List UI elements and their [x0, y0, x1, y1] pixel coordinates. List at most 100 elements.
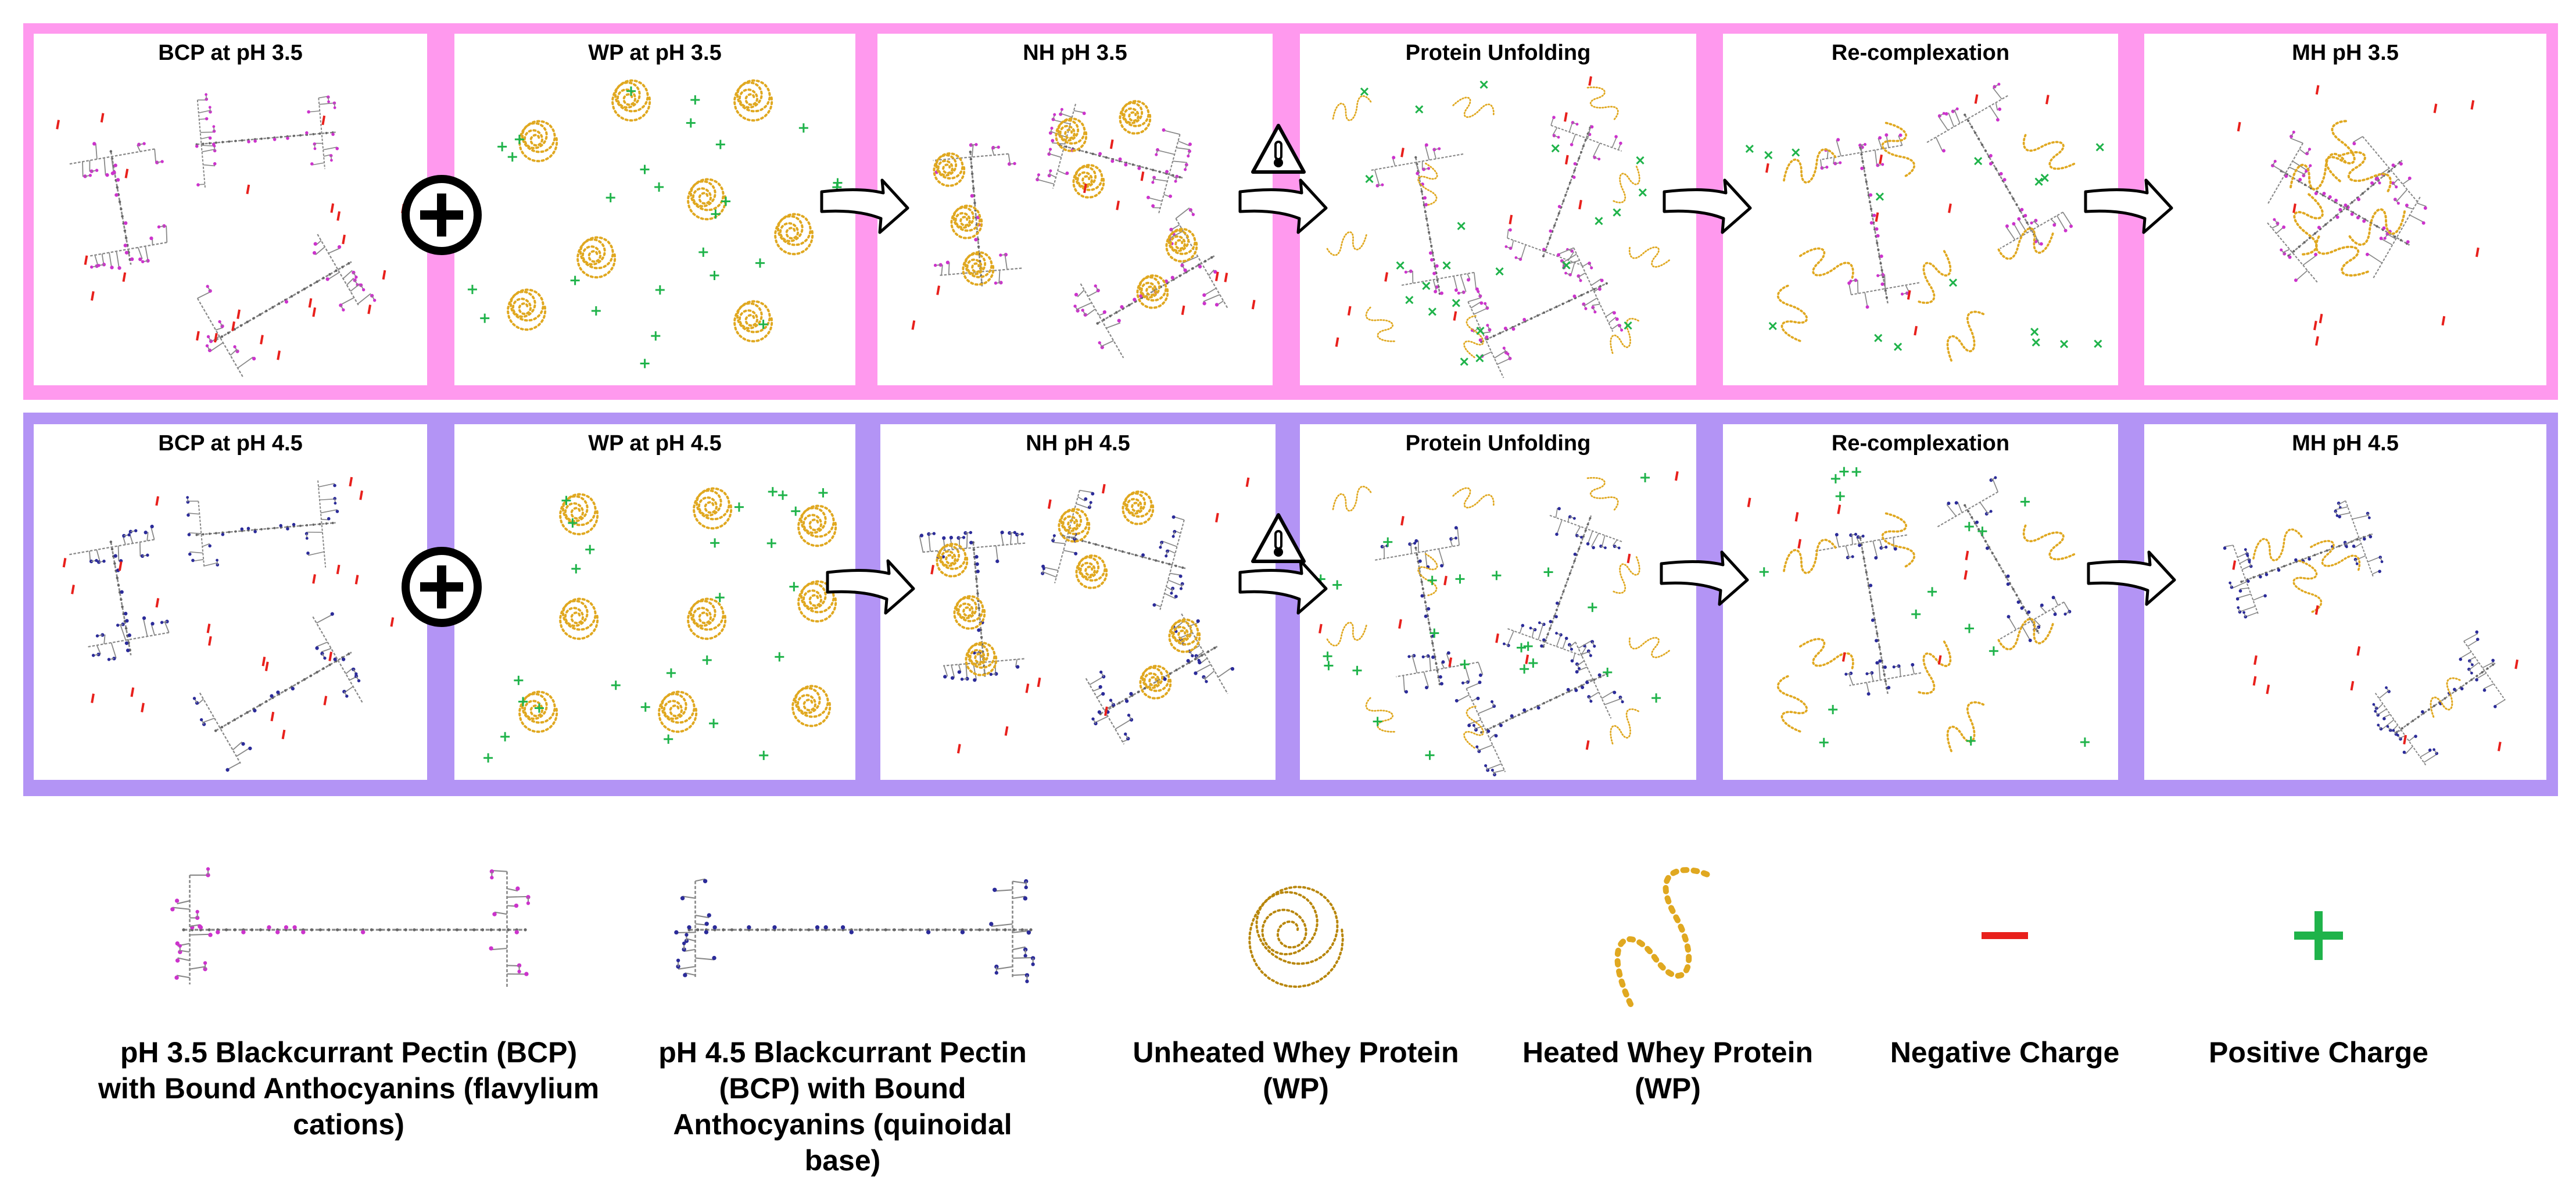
positive-charge-icon	[721, 196, 731, 206]
negative-charge-icon	[155, 496, 159, 506]
positive-charge-icon	[568, 518, 578, 528]
negative-charge-icon	[155, 598, 160, 608]
heated-whey-strand	[1916, 250, 1952, 305]
positive-charge-icon	[758, 320, 768, 329]
whey-globule	[950, 205, 983, 239]
panel-title: NH pH 3.5	[1023, 41, 1127, 65]
positive-charge-icon	[2095, 143, 2104, 152]
pectin-molecule	[69, 524, 170, 661]
negative-charge-icon	[231, 321, 235, 331]
heated-whey-strand	[1776, 284, 1808, 342]
positive-charge-icon	[1523, 642, 1533, 651]
positive-charge-icon	[1964, 624, 1974, 633]
heated-whey-strand	[1365, 696, 1395, 733]
positive-charge-icon	[1517, 643, 1527, 653]
positive-charge-icon	[2040, 174, 2049, 182]
positive-charge-icon	[690, 95, 700, 105]
process-arrow-icon	[1660, 550, 1749, 606]
positive-charge-icon	[1759, 567, 1769, 577]
heated-whey-strand	[2022, 522, 2076, 561]
panel-title: Re-complexation	[1831, 431, 2010, 456]
panel-bcp-ph45: BCP at pH 4.5	[34, 424, 427, 780]
negative-charge-icon	[2441, 316, 2446, 326]
panel-title: WP at pH 3.5	[588, 41, 722, 65]
pectin-molecule	[674, 878, 1036, 983]
positive-charge-icon	[1964, 522, 1974, 532]
positive-charge-icon	[1636, 156, 1645, 164]
negative-charge-icon	[264, 661, 269, 671]
panel-recomplexation-ph45: Re-complexation	[1723, 424, 2118, 780]
whey-globule	[1119, 100, 1152, 135]
positive-charge-icon	[2094, 339, 2102, 348]
pectin-molecule	[69, 142, 168, 270]
heated-whey-strand	[1463, 705, 1484, 749]
negative-charge-icon	[206, 624, 211, 633]
pectin-molecule	[2372, 630, 2506, 766]
pectin-molecule	[196, 234, 377, 378]
positive-charge-icon	[686, 118, 696, 128]
pectin-molecule	[186, 480, 339, 568]
negative-charge-icon	[91, 693, 95, 703]
whey-globule	[1165, 228, 1198, 263]
positive-charge-icon	[709, 718, 719, 728]
whey-globule	[559, 493, 599, 536]
protein-scene	[483, 487, 837, 763]
legend-label-positive: Positive Charge	[2209, 1036, 2428, 1069]
positive-charge-icon	[2059, 340, 2069, 349]
positive-charge-icon	[1405, 296, 1414, 305]
positive-charge-icon	[715, 593, 725, 603]
positive-charge-icon	[606, 193, 615, 203]
positive-charge-icon	[1373, 717, 1382, 726]
heated-whey-strand	[1798, 247, 1854, 281]
unfolding-scene	[1316, 471, 1679, 776]
heated-whey-strand	[1783, 148, 1837, 184]
whey-globule	[1122, 490, 1155, 525]
positive-charge-icon	[698, 247, 708, 257]
negative-charge-icon	[1443, 575, 1448, 586]
negative-charge-icon	[1879, 154, 1883, 164]
heated-whey-strand	[1628, 636, 1670, 658]
whey-globule	[518, 120, 558, 163]
negative-charge-icon	[1109, 139, 1114, 149]
positive-charge-icon	[1974, 157, 1983, 166]
heated-whey-strand	[1628, 245, 1670, 268]
pectin-molecule	[1073, 207, 1228, 359]
negative-charge-icon	[1875, 212, 1879, 222]
heated-whey-strand	[1610, 317, 1640, 354]
negative-charge-icon	[911, 320, 916, 330]
negative-charge-icon	[100, 113, 105, 123]
positive-charge-icon	[1475, 354, 1484, 363]
pectin-molecule	[1504, 116, 1622, 277]
mh-scene	[2223, 500, 2519, 766]
positive-charge-icon	[1442, 261, 1451, 270]
whey-globule	[518, 690, 558, 733]
pectin-molecule	[1936, 476, 2072, 642]
whey-globule	[687, 178, 727, 221]
legend-pectin-ph35-icon	[170, 867, 531, 988]
negative-charge-icon	[2497, 742, 2502, 751]
positive-charge-icon	[518, 697, 528, 707]
negative-charge-icon	[1937, 655, 1942, 665]
negative-charge-icon	[270, 711, 275, 722]
negative-charge-icon	[2232, 560, 2237, 570]
heated-whey-strand	[1417, 162, 1438, 206]
heated-whey-strand	[1417, 553, 1438, 597]
panel-mh-ph35: MH pH 3.5	[2144, 34, 2546, 385]
panel-title: MH pH 3.5	[2292, 41, 2399, 65]
whey-globule	[953, 595, 986, 630]
negative-charge-icon	[1104, 706, 1108, 717]
legend-pectin-ph45-icon	[674, 878, 1036, 983]
negative-charge-icon	[141, 703, 145, 712]
negative-charge-icon	[1102, 483, 1106, 494]
whey-globule	[962, 251, 995, 286]
process-arrow-icon	[826, 559, 915, 615]
negative-charge-icon	[1564, 112, 1568, 122]
positive-charge-icon	[651, 331, 661, 341]
panel-wp-ph35: WP at pH 3.5	[454, 34, 855, 385]
positive-charge-icon	[1603, 667, 1613, 677]
whey-globule	[507, 288, 547, 331]
positive-charge-icon	[1768, 322, 1777, 331]
whey-globule	[791, 685, 832, 728]
panel-title: BCP at pH 3.5	[158, 41, 303, 65]
whey-globule	[1248, 886, 1344, 988]
